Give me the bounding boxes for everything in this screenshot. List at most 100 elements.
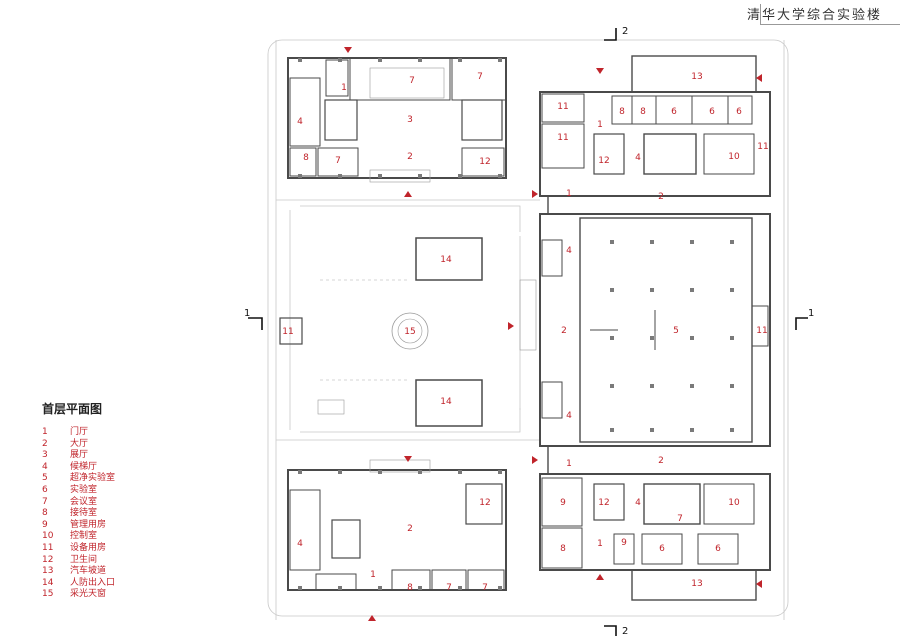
column: [730, 428, 734, 432]
room-label: 14: [440, 255, 452, 265]
structural-columns: [298, 58, 734, 590]
room-label: 7: [446, 583, 452, 593]
room-label: 11: [557, 102, 568, 112]
section-mark-left: 1: [244, 308, 250, 319]
column: [498, 470, 502, 474]
room-label: 1: [597, 120, 603, 130]
room-label: 2: [407, 152, 413, 162]
room-label: 8: [407, 583, 413, 593]
room-label: 15: [404, 327, 415, 337]
legend-item-label: 大厅: [70, 438, 89, 449]
column: [690, 336, 694, 340]
room-label: 8: [303, 153, 309, 163]
room-label: 1: [597, 539, 603, 549]
column: [338, 586, 342, 590]
legend-item-number: 5: [42, 473, 48, 484]
room-label: 3: [407, 115, 413, 125]
block-northwest: [287, 57, 507, 183]
column: [418, 174, 422, 178]
legend-item-number: 10: [42, 531, 54, 542]
room-label: 1: [370, 570, 376, 580]
legend-item-label: 候梯厅: [70, 461, 98, 472]
column: [378, 470, 382, 474]
room-label: 12: [479, 498, 490, 508]
room-label: 11: [557, 133, 568, 143]
room-label: 6: [659, 544, 665, 554]
room-labels: 1 7 7 3 4 2 8 7 12 13 11 1 8 8 6 6 6 11 …: [282, 72, 768, 593]
room-label: 11: [756, 326, 767, 336]
legend-item: 4 候梯厅: [42, 462, 115, 474]
section-mark-bottom: 2: [622, 626, 628, 636]
column: [338, 174, 342, 178]
column: [338, 58, 342, 62]
column: [730, 336, 734, 340]
column: [498, 58, 502, 62]
column: [610, 428, 614, 432]
room-label: 12: [598, 498, 609, 508]
column: [458, 174, 462, 178]
column: [610, 240, 614, 244]
legend-item-label: 管理用房: [70, 519, 107, 530]
legend-item-label: 人防出入口: [70, 577, 116, 588]
legend-item-number: 11: [42, 542, 54, 553]
legend-item-number: 8: [42, 508, 48, 519]
column: [298, 58, 302, 62]
legend-item-label: 超净实验室: [70, 473, 116, 484]
room-label: 4: [297, 117, 303, 127]
room-label: 12: [598, 156, 609, 166]
column: [418, 586, 422, 590]
column: [610, 384, 614, 388]
room-label: 6: [736, 107, 742, 117]
section-marks: [248, 28, 808, 636]
column: [650, 288, 654, 292]
room-label: 8: [619, 107, 625, 117]
legend-item-number: 4: [42, 461, 48, 472]
room-label: 9: [621, 538, 627, 548]
column: [458, 586, 462, 590]
page-title: 清华大学综合实验楼: [746, 8, 882, 23]
legend-item: 1 门厅: [42, 427, 115, 439]
column: [378, 174, 382, 178]
room-label: 4: [566, 411, 572, 421]
column: [610, 288, 614, 292]
legend-item-number: 6: [42, 484, 48, 495]
room-label: 6: [709, 107, 715, 117]
room-label: 2: [658, 456, 664, 466]
room-label: 13: [691, 579, 702, 589]
column: [690, 384, 694, 388]
room-label: 10: [728, 498, 740, 508]
block-southwest: [287, 459, 507, 591]
legend-item-number: 3: [42, 450, 48, 461]
legend-item: 3 展厅: [42, 450, 115, 462]
room-label: 11: [282, 327, 293, 337]
legend-item-label: 门厅: [70, 427, 89, 437]
room-label: 12: [479, 157, 490, 167]
room-label: 1: [341, 83, 347, 93]
room-label: 6: [671, 107, 677, 117]
room-label: 1: [566, 459, 572, 469]
legend-item-label: 设备用房: [70, 542, 107, 553]
column: [298, 586, 302, 590]
room-label: 7: [477, 72, 483, 82]
legend-item-number: 1: [42, 427, 48, 437]
column: [498, 174, 502, 178]
entrance-markers: [344, 47, 762, 621]
legend-item-label: 展厅: [70, 450, 89, 461]
column: [650, 336, 654, 340]
central-courtyard: [279, 237, 483, 427]
room-label: 7: [482, 583, 488, 593]
column: [338, 470, 342, 474]
header-tick: [760, 4, 761, 24]
legend-item-label: 采光天窗: [70, 589, 107, 600]
legend-item-label: 会议室: [70, 496, 98, 507]
column: [418, 470, 422, 474]
column: [650, 240, 654, 244]
room-label: 7: [409, 76, 415, 86]
